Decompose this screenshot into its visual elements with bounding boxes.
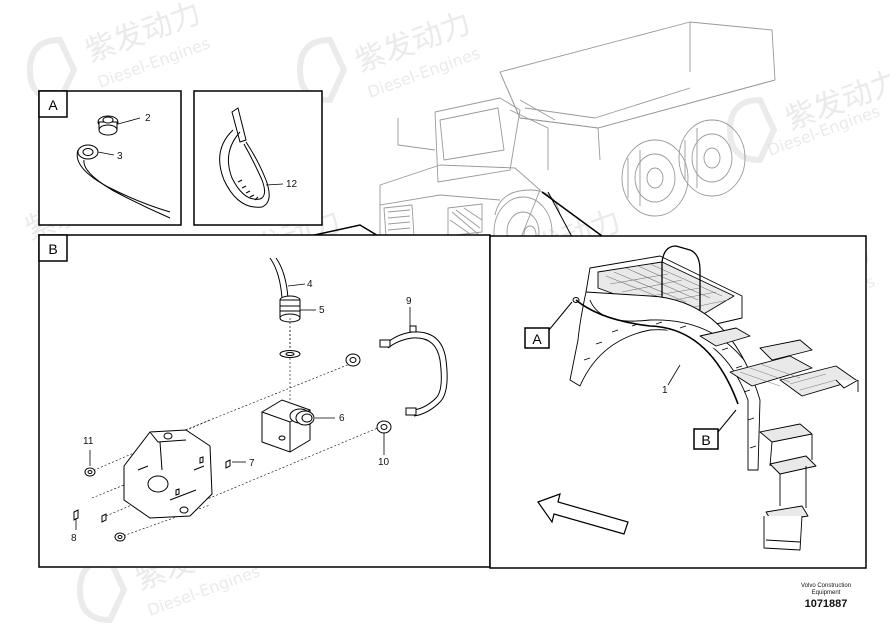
callout-1: 1: [662, 385, 668, 396]
detail-cable-tie-box: 12: [193, 90, 323, 226]
detail-b-pointer: B: [701, 432, 710, 448]
footer-brand-line2: Equipment: [811, 590, 841, 596]
callout-12: 12: [286, 179, 298, 190]
callout-3: 3: [117, 151, 123, 162]
cable: [83, 159, 171, 219]
box-a-label: A: [48, 97, 58, 113]
detail-b-box: B 4 5: [38, 191, 603, 568]
callout-4: 4: [307, 279, 313, 290]
detail-a-box: A 2 3: [38, 90, 182, 226]
callout-8: 8: [71, 533, 77, 544]
grommet-part: [77, 144, 99, 160]
direction-arrow-icon: [537, 493, 629, 535]
harness-part: [379, 325, 448, 417]
callout-10: 10: [378, 457, 390, 468]
cable-part: [269, 257, 289, 299]
fender-view-box: A B 1: [489, 235, 867, 569]
callout-11: 11: [83, 436, 94, 447]
sensor-part: [261, 399, 315, 453]
callout-2: 2: [145, 113, 151, 124]
connector-part: [97, 115, 119, 136]
truck-overview: [379, 21, 776, 268]
callout-9: 9: [406, 296, 412, 307]
detail-a-pointer: A: [532, 331, 542, 347]
callout-5: 5: [319, 305, 325, 316]
box-b-label: B: [48, 241, 57, 257]
cable-route: [575, 299, 739, 405]
footer-drawing-number: 1071887: [804, 598, 848, 610]
cable-tie-part: [219, 107, 270, 208]
callout-7: 7: [249, 458, 255, 469]
fastener-parts: [73, 456, 231, 542]
cable: [76, 149, 171, 213]
callout-6: 6: [339, 413, 345, 424]
footer-brand-line1: Volvo Construction: [800, 583, 852, 589]
fender-assembly: [569, 245, 859, 551]
bracket-part: [123, 429, 213, 519]
